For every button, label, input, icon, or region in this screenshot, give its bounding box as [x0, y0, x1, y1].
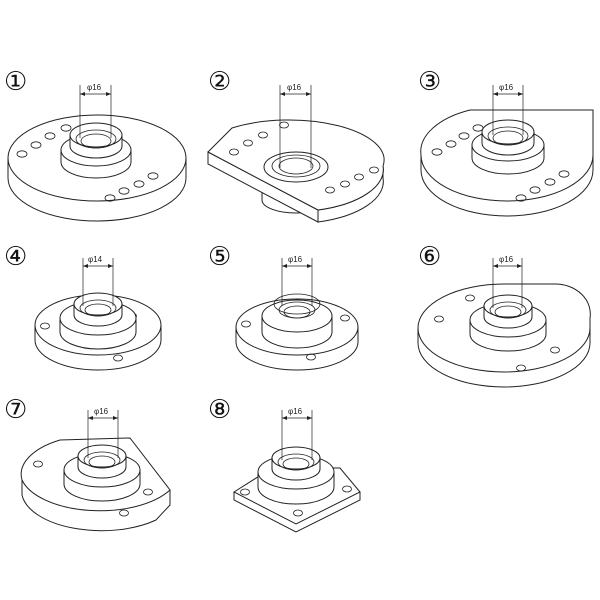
item-number: ②	[208, 67, 231, 97]
bearing-bore	[278, 157, 314, 175]
bore-dimension-label: φ16	[288, 407, 303, 416]
item-number: ⑧	[208, 395, 231, 425]
bearing-top	[273, 293, 321, 315]
mounting-holes	[241, 314, 350, 361]
mounting-holes	[431, 124, 570, 202]
bearing-bore	[80, 133, 112, 149]
mounting-holes	[229, 121, 379, 194]
bearing-bore	[84, 303, 112, 317]
bore-dimension	[279, 85, 312, 168]
bearing-bore	[283, 305, 311, 319]
boss-top	[261, 299, 333, 333]
item-1: ① φ16	[4, 67, 187, 222]
item-4: ④ φ14	[4, 242, 162, 371]
bore-dimension-label: φ16	[87, 83, 102, 92]
bore-dimension	[492, 85, 524, 135]
item-8: ⑧ φ16	[208, 395, 361, 533]
bore-dimension-label: φ16	[499, 255, 514, 264]
bearing-bore	[282, 457, 310, 471]
bearing-bore	[88, 455, 116, 469]
bore-dimension	[82, 258, 114, 306]
item-number: ③	[418, 67, 441, 97]
bore-dimension	[492, 258, 523, 308]
bore-dimension-label: φ14	[88, 255, 103, 264]
item-3: ③ φ16	[418, 67, 594, 217]
bore-dimension-label: φ16	[499, 83, 514, 92]
bore-dimension-label: φ16	[94, 407, 109, 416]
bore-dimension	[79, 85, 112, 138]
bearing-bore	[492, 130, 524, 146]
item-7: ⑦ φ16	[4, 395, 171, 532]
item-number: ⑦	[4, 395, 27, 425]
bearing-outer	[263, 151, 329, 183]
item-number: ⑥	[418, 242, 441, 272]
bore-dimension	[87, 410, 119, 458]
bore-dimension	[281, 258, 313, 306]
item-6: ⑥ φ16	[417, 242, 591, 388]
bore-dimension-label: φ16	[288, 255, 303, 264]
item-number: ⑤	[208, 242, 231, 272]
mounting-holes	[33, 460, 153, 517]
bore-dimension-label: φ16	[287, 83, 302, 92]
bearing-top	[481, 119, 535, 145]
mounting-holes	[434, 294, 560, 372]
bearing-bore	[494, 305, 522, 319]
item-number: ④	[4, 242, 27, 272]
item-number: ①	[4, 67, 27, 97]
mounting-holes	[240, 485, 352, 517]
bearing-race	[271, 154, 321, 178]
item-5: ⑤ φ16	[208, 242, 359, 371]
mounting-holes	[16, 124, 159, 202]
bore-dimension	[281, 410, 313, 460]
bearing-top	[69, 122, 123, 148]
item-2: ② φ16	[207, 67, 385, 223]
